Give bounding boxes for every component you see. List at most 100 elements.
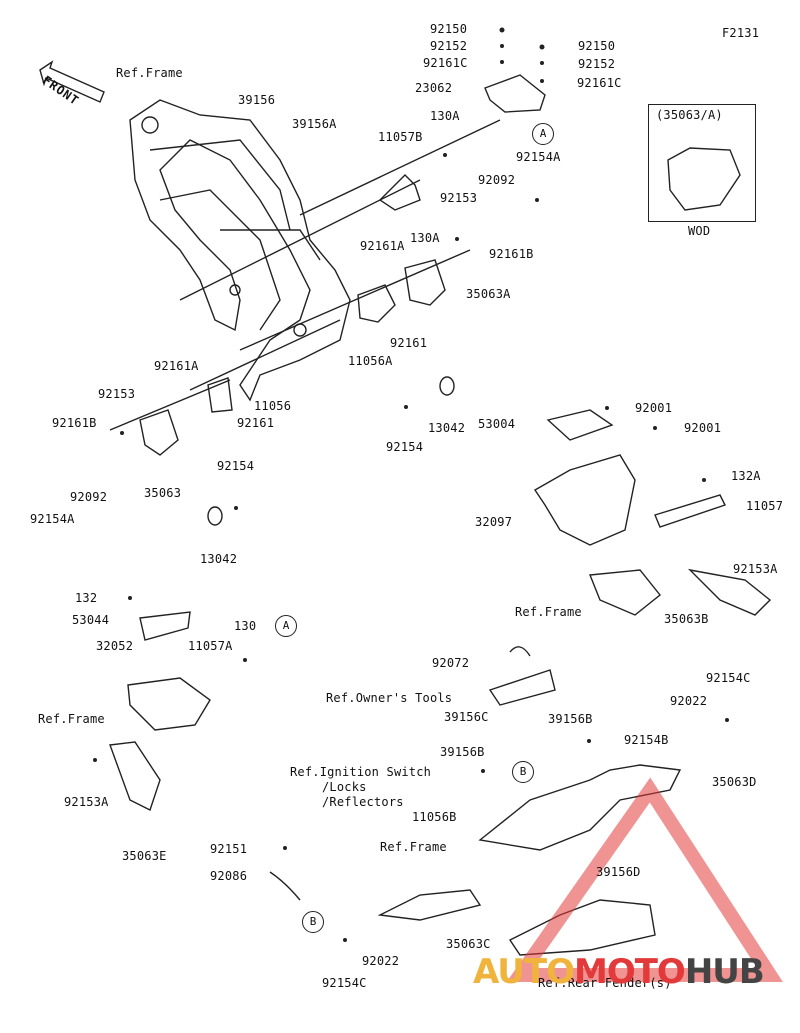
part-label: 92161B [52, 416, 97, 430]
part-label: 35063D [712, 775, 757, 789]
part-35063 [139, 409, 179, 456]
callout-b: B [512, 761, 534, 783]
watermark-part: AUTO [473, 952, 575, 992]
part-label: 92161 [237, 416, 275, 430]
callout-a: A [532, 123, 554, 145]
part-label: 35063B [664, 612, 709, 626]
part-11057b [378, 174, 421, 211]
part-label: 130 [234, 619, 257, 633]
part-label: 53004 [478, 417, 516, 431]
part-label: 92161C [423, 56, 468, 70]
part-label: 39156 [238, 93, 276, 107]
part-label: 39156B [440, 745, 485, 759]
part-label: 39156D [596, 865, 641, 879]
part-32097 [534, 454, 636, 546]
part-92086 [269, 871, 301, 901]
part-label: 13042 [200, 552, 238, 566]
part-label: 92161C [577, 76, 622, 90]
part-label: 35063E [122, 849, 167, 863]
part-label: /Reflectors [322, 795, 404, 809]
part-53004 [546, 409, 614, 441]
watermark-part: HUB [684, 952, 765, 992]
part-label: 132A [731, 469, 761, 483]
part-label: 92151 [210, 842, 248, 856]
inset-title: (35063/A) [656, 108, 723, 122]
part-label: 92154C [706, 671, 751, 685]
main-frame [129, 99, 351, 402]
part-label: Ref.Frame [380, 840, 447, 854]
part-label: 92153A [733, 562, 778, 576]
part-label: 92152 [578, 57, 616, 71]
callout-b: B [302, 911, 324, 933]
part-label: Ref.Ignition Switch [290, 765, 432, 779]
part-label: 92154A [516, 150, 561, 164]
part-label: 92022 [362, 954, 400, 968]
part-35063e [109, 741, 161, 811]
part-label: 130A [430, 109, 460, 123]
part-label: 23062 [415, 81, 453, 95]
part-label: 92161A [360, 239, 405, 253]
part-label: 130A [410, 231, 440, 245]
part-label: 11057B [378, 130, 423, 144]
part-11056 [207, 377, 233, 413]
part-35063b [589, 569, 661, 616]
part-label: 39156C [444, 710, 489, 724]
part-32052 [139, 611, 191, 641]
part-label: 11056B [412, 810, 457, 824]
part-label: 92152 [430, 39, 468, 53]
part-label: 32052 [96, 639, 134, 653]
part-23062 [484, 74, 546, 113]
diagram-code: F2131 [722, 26, 760, 40]
part-label: 11057 [746, 499, 784, 513]
part-label: 92001 [635, 401, 673, 415]
part-label: 92161 [390, 336, 428, 350]
part-label: Ref.Owner's Tools [326, 691, 453, 705]
part-label: 11057A [188, 639, 233, 653]
watermark-part: MOTO [573, 952, 686, 992]
part-label: 132 [75, 591, 98, 605]
part-label: 39156A [292, 117, 337, 131]
part-label: 92092 [70, 490, 108, 504]
part-label: /Locks [322, 780, 367, 794]
part-label: 92072 [432, 656, 470, 670]
callout-a: A [275, 615, 297, 637]
part-label: 11056 [254, 399, 292, 413]
part-label: 92150 [578, 39, 616, 53]
inset-caption: WOD [688, 224, 711, 238]
part-label: 92001 [684, 421, 722, 435]
inset-box [648, 104, 756, 222]
part-92072 [509, 646, 531, 657]
part-label: Ref.Frame [116, 66, 183, 80]
rear-subframe [478, 764, 682, 851]
part-label: 39156B [548, 712, 593, 726]
part-35063a [404, 259, 446, 306]
part-label: 35063C [446, 937, 491, 951]
part-35063c [377, 889, 482, 921]
part-11057 [654, 494, 726, 528]
part-label: 13042 [428, 421, 466, 435]
part-label: 92150 [430, 22, 468, 36]
watermark-triangle [506, 777, 783, 982]
part-label: 92161A [154, 359, 199, 373]
watermark-logo: AUTOMOTOHUB [473, 952, 765, 992]
part-label: 53044 [72, 613, 110, 627]
part-label: 92161B [489, 247, 534, 261]
part-label: Ref.Rear Fender(s) [538, 976, 672, 990]
part-label: 92154 [386, 440, 424, 454]
part-label: 92154C [322, 976, 367, 990]
part-label: 35063A [466, 287, 511, 301]
part-label: 92154B [624, 733, 669, 747]
part-label: Ref.Frame [38, 712, 105, 726]
part-label: 32097 [475, 515, 513, 529]
part-label: 92154 [217, 459, 255, 473]
inset-part [667, 147, 741, 211]
part-label: 92092 [478, 173, 516, 187]
front-arrow-icon [39, 60, 105, 103]
part-label: 92086 [210, 869, 248, 883]
part-label: 92153A [64, 795, 109, 809]
part-label: 92153 [98, 387, 136, 401]
part-label: 35063 [144, 486, 182, 500]
part-label: Ref.Frame [515, 605, 582, 619]
part-label: 92153 [440, 191, 478, 205]
